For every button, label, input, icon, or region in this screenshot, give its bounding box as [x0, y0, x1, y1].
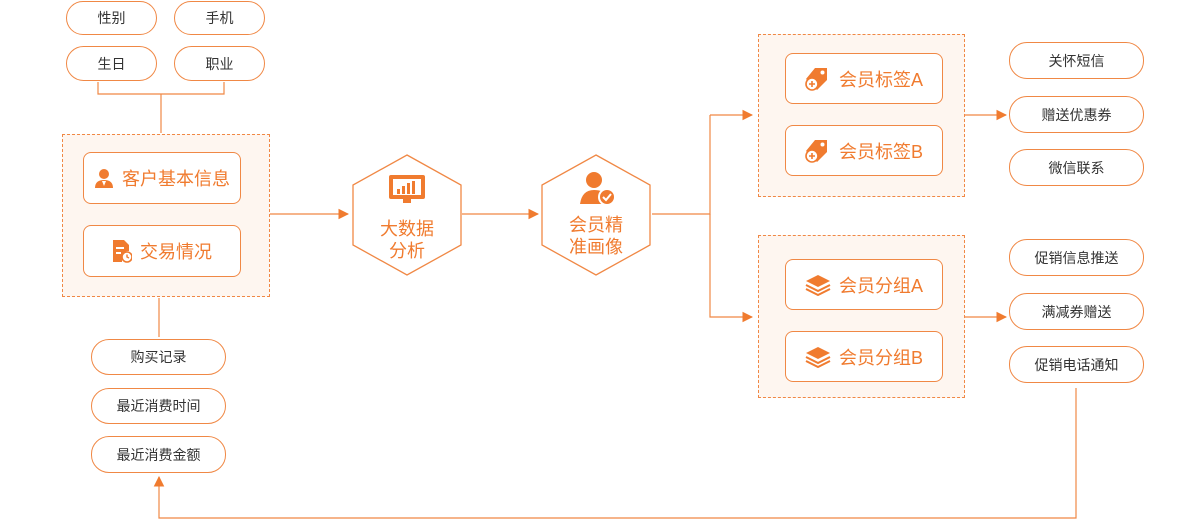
member-group-a-label: 会员分组A: [838, 275, 923, 296]
basic-info-box: 客户基本信息: [83, 152, 241, 204]
purchase-tag-record: 购买记录: [91, 339, 226, 375]
analysis-label-line-2: 分析: [389, 241, 425, 261]
group-action-discount-coupon: 满减券赠送: [1009, 293, 1144, 330]
member-group-b-box: 会员分组B: [785, 331, 943, 382]
analysis-label: 大数据 分析: [357, 218, 457, 262]
purchase-tag-last-time: 最近消费时间: [91, 388, 226, 424]
group-action-promo-push: 促销信息推送: [1009, 239, 1144, 276]
layers-icon: [805, 274, 831, 296]
basic-info-label: 客户基本信息: [122, 169, 230, 189]
purchase-tag-last-amount: 最近消费金额: [91, 436, 226, 473]
user-icon: [95, 169, 113, 188]
tag-add-icon: [805, 139, 827, 163]
profile-tag-occupation: 职业: [174, 46, 265, 81]
bar-chart-icon: [389, 175, 425, 203]
profile-tag-gender: 性别: [66, 1, 157, 35]
profile-tag-phone: 手机: [174, 1, 265, 35]
member-group-a-box: 会员分组A: [785, 259, 943, 310]
tag-action-wechat: 微信联系: [1009, 149, 1144, 186]
portrait-label-line-2: 准画像: [569, 237, 623, 257]
analysis-label-line-1: 大数据: [380, 219, 434, 239]
feedback-loop-arrow: [153, 388, 1077, 519]
member-tag-a-label: 会员标签A: [838, 69, 923, 90]
portrait-label-line-1: 会员精: [569, 215, 623, 235]
portrait-hexagon: [541, 154, 651, 276]
member-tag-b-label: 会员标签B: [838, 141, 923, 162]
verified-user-icon: [580, 172, 616, 206]
member-tag-a-box: 会员标签A: [785, 53, 943, 104]
portrait-label: 会员精 准画像: [546, 214, 646, 258]
document-clock-icon: [113, 240, 132, 263]
layers-icon: [805, 346, 831, 368]
member-group-b-label: 会员分组B: [838, 347, 923, 368]
profile-bracket-line: [97, 82, 225, 95]
group-action-promo-call: 促销电话通知: [1009, 346, 1144, 383]
tag-add-icon: [805, 67, 827, 91]
portrait-branch-line: [652, 115, 711, 215]
analysis-hexagon: [352, 154, 462, 276]
transactions-label: 交易情况: [140, 242, 212, 262]
tag-action-care-sms: 关怀短信: [1009, 42, 1144, 79]
profile-tag-birthday: 生日: [66, 46, 157, 81]
tag-action-coupon: 赠送优惠券: [1009, 96, 1144, 133]
member-tag-b-box: 会员标签B: [785, 125, 943, 176]
transactions-box: 交易情况: [83, 225, 241, 277]
branch-to-groups-arrow: [709, 214, 754, 323]
